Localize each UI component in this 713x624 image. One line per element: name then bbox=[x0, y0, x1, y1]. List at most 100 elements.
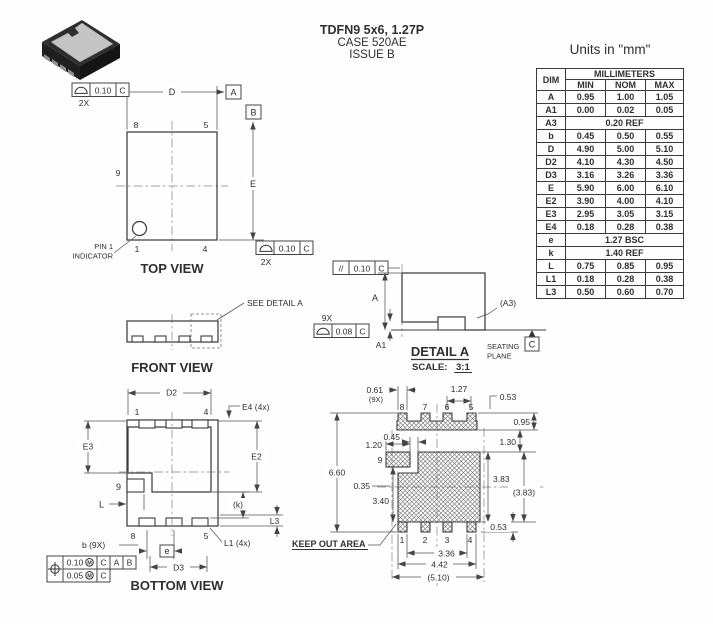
package-leads bbox=[44, 54, 74, 77]
cell-max: 3.15 bbox=[645, 207, 684, 221]
fcf-row1-d1: C bbox=[100, 558, 106, 568]
true-position-icon bbox=[48, 562, 62, 576]
land-pin-3: 3 bbox=[445, 535, 450, 545]
pin-8: 8 bbox=[131, 531, 136, 541]
dim-label-a1: A1 bbox=[376, 340, 387, 350]
dim-label-e: E bbox=[250, 179, 256, 189]
cell-dim: E2 bbox=[536, 194, 566, 208]
cell-dim: E4 bbox=[536, 220, 566, 234]
detail-a-zone bbox=[190, 313, 222, 349]
pin-4: 4 bbox=[204, 407, 209, 417]
cell-max: 0.55 bbox=[645, 129, 684, 143]
table-header-row: DIM MILLIMETERS bbox=[536, 68, 684, 91]
top-view-title: TOP VIEW bbox=[140, 261, 204, 276]
top-view: D A B E 0.10 C 2X 0.10 C 2X 8 5 9 1 bbox=[71, 82, 314, 276]
pin-5: 5 bbox=[204, 531, 209, 541]
pin-5: 5 bbox=[204, 120, 209, 130]
cell-dim: E bbox=[536, 181, 566, 195]
cell-nom: 5.00 bbox=[605, 142, 646, 156]
cell-dim: A3 bbox=[536, 116, 566, 130]
pin-1: 1 bbox=[135, 407, 140, 417]
land-pattern-lines bbox=[330, 386, 545, 586]
dim-0.45: 0.45 bbox=[383, 432, 400, 442]
cell-dim: L bbox=[536, 259, 566, 273]
fcf-top-tol: 0.10 bbox=[95, 86, 112, 96]
dim-label-e-pitch: e bbox=[164, 546, 169, 556]
fcf-parallelism: // 0.10 C bbox=[332, 260, 389, 275]
fcf-top-datum: C bbox=[119, 86, 125, 96]
fcf-par-tol: 0.10 bbox=[354, 264, 371, 274]
units-label: Units in "mm" bbox=[569, 42, 651, 57]
front-view: SEE DETAIL A FRONT VIEW bbox=[126, 298, 303, 375]
land-pin-1: 1 bbox=[400, 535, 405, 545]
cell-min: 0.00 bbox=[565, 103, 606, 117]
pin-9: 9 bbox=[116, 482, 121, 492]
cell-min: 3.90 bbox=[565, 194, 606, 208]
dim-label-l: L bbox=[99, 500, 104, 510]
page-title: TDFN9 5x6, 1.27P bbox=[319, 23, 425, 37]
fcf-bot-tol: 0.10 bbox=[279, 244, 296, 254]
land-pin-8: 8 bbox=[400, 402, 405, 412]
dim-3.40: 3.40 bbox=[372, 496, 389, 506]
fcf-row1-d3: B bbox=[127, 558, 133, 568]
fcf-row1-tol: 0.10 bbox=[67, 558, 84, 568]
cell-nom: 0.50 bbox=[605, 129, 646, 143]
detail-a-view: // 0.10 C A A1 9X 0.08 C (A3) SEATING PL… bbox=[313, 260, 546, 373]
profile-of-surface-icon bbox=[74, 86, 88, 94]
issue-label: ISSUE B bbox=[349, 49, 395, 61]
fcf-bot-qty: 2X bbox=[261, 257, 272, 267]
fcf-top-qty: 2X bbox=[79, 98, 90, 108]
pin1-indicator-note2: INDICATOR bbox=[72, 252, 113, 261]
front-view-title: FRONT VIEW bbox=[131, 360, 213, 375]
cell-dim: D bbox=[536, 142, 566, 156]
cell-min: 0.18 bbox=[565, 220, 606, 234]
cell-min: 0.75 bbox=[565, 259, 606, 273]
dim-label-e3: E3 bbox=[83, 442, 94, 452]
cell-max: 0.38 bbox=[645, 220, 684, 234]
cell-nom: 3.26 bbox=[605, 168, 646, 182]
cell-dim: A1 bbox=[536, 103, 566, 117]
cell-nom: 6.00 bbox=[605, 181, 646, 195]
dim-label-a3: (A3) bbox=[500, 298, 516, 308]
top-view-lines bbox=[113, 86, 264, 254]
cell-max: 4.50 bbox=[645, 155, 684, 169]
seating-plane-label2: PLANE bbox=[487, 352, 512, 361]
cell-span: 0.20 REF bbox=[565, 116, 684, 130]
pin1-indicator-note: PIN 1 bbox=[94, 242, 113, 251]
dim-label-l1: L1 (4x) bbox=[224, 538, 251, 548]
cell-dim: D2 bbox=[536, 155, 566, 169]
dim-label-d2: D2 bbox=[166, 388, 177, 398]
fcf-row2-d1: C bbox=[100, 571, 106, 581]
cell-nom: 1.00 bbox=[605, 90, 646, 104]
col-header-nom: NOM bbox=[605, 79, 646, 91]
fcf-profile-top: 0.10 C 2X bbox=[71, 82, 130, 108]
cell-max: 0.95 bbox=[645, 259, 684, 273]
cell-min: 0.18 bbox=[565, 272, 606, 286]
detail-a-title: DETAIL A bbox=[411, 344, 470, 359]
datum-a-box bbox=[225, 84, 242, 100]
cell-min: 3.16 bbox=[565, 168, 606, 182]
dim-0.61: 0.61 bbox=[366, 385, 383, 395]
datum-c-box bbox=[524, 336, 540, 352]
fcf-profile-9x: 0.08 C bbox=[313, 323, 370, 338]
dim-label-d3: D3 bbox=[173, 563, 184, 573]
dim-3.83-ref: (3.83) bbox=[513, 488, 535, 498]
case-number: CASE 520AE bbox=[337, 37, 407, 49]
col-header-max: MAX bbox=[645, 79, 684, 91]
package-3d-icon bbox=[42, 20, 120, 80]
pin-9: 9 bbox=[116, 168, 121, 178]
table-subheader-row: MIN NOM MAX bbox=[537, 79, 684, 91]
cell-max: 1.05 bbox=[645, 90, 684, 104]
cell-max: 6.10 bbox=[645, 181, 684, 195]
dim-0.53-bot: 0.53 bbox=[490, 522, 507, 532]
